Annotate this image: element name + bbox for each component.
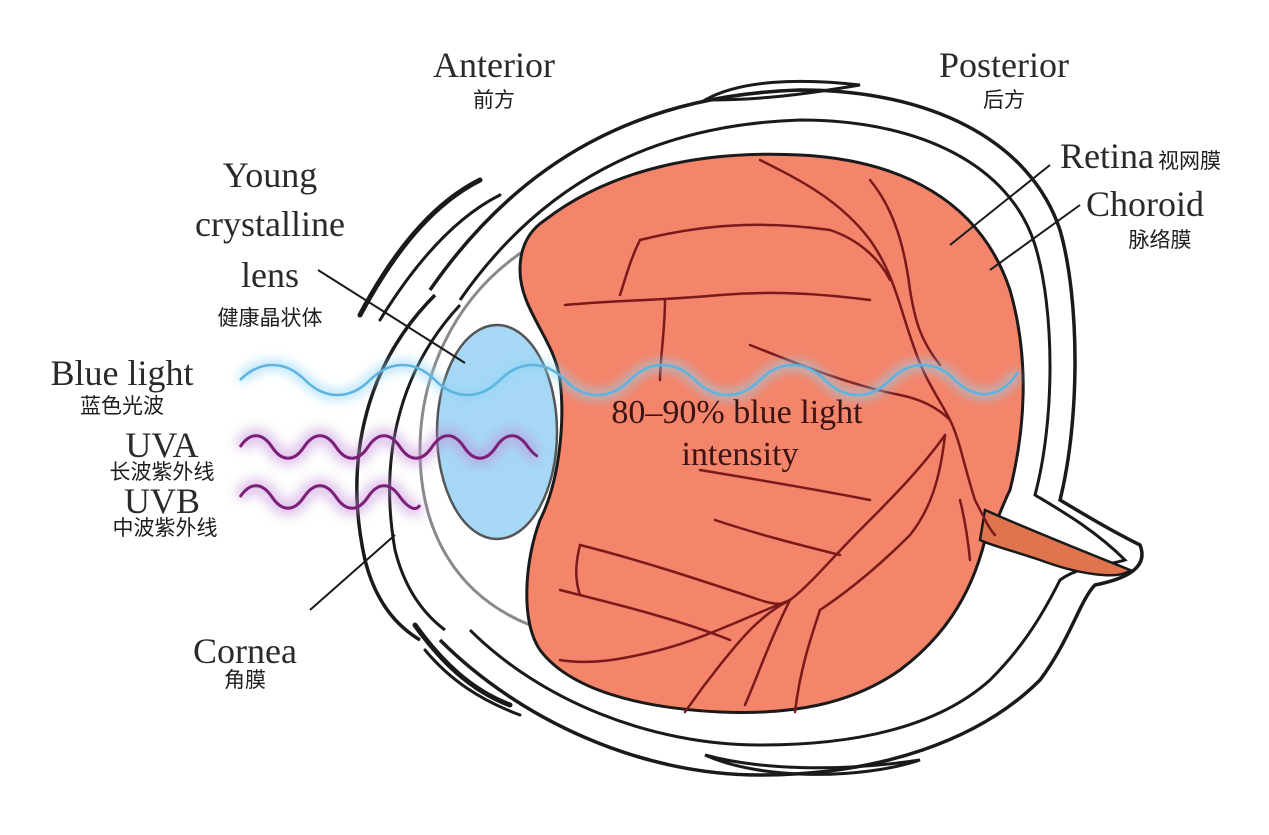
- lower-eyelid: [412, 622, 513, 708]
- sclera-outer-outline: [428, 88, 1144, 777]
- bottom-cap: [704, 753, 921, 776]
- blue-light-label: Blue light: [50, 353, 194, 393]
- intensity-label-line2: intensity: [681, 436, 799, 473]
- blue-light-label-zh: 蓝色光波: [80, 394, 164, 418]
- cornea-label-zh: 角膜: [224, 668, 266, 692]
- lens-label-line1: Young: [222, 155, 318, 195]
- cornea-inner: [388, 303, 462, 632]
- lens-label-line3: lens: [241, 255, 299, 295]
- retina-label-en: Retina: [1060, 136, 1154, 176]
- cornea-label: Cornea: [193, 631, 297, 671]
- uvb-label-zh: 中波紫外线: [112, 516, 218, 540]
- uvb-wave: [238, 484, 422, 510]
- retina-body: [518, 152, 1025, 714]
- pointer-lines: [309, 164, 1081, 611]
- cornea-outer: [355, 293, 437, 642]
- choroid-label-zh: 脉络膜: [1128, 228, 1192, 252]
- anterior-label: Anterior: [433, 45, 555, 85]
- uva-wave-glow: [234, 428, 541, 466]
- blue-light-wave: [239, 363, 1020, 397]
- sclera-inner-outline: [458, 118, 1128, 747]
- uvb-label: UVB: [123, 481, 201, 521]
- intensity-label-line1: 80–90% blue light: [611, 394, 863, 431]
- posterior-label: Posterior: [939, 45, 1069, 85]
- retina-label: Retina 视网膜: [1060, 138, 1221, 174]
- optic-nerve: [978, 508, 1133, 577]
- anterior-label-zh: 前方: [473, 88, 515, 112]
- retina-label-zh: 视网膜: [1157, 149, 1221, 173]
- top-cap-left: [699, 79, 861, 102]
- choroid-label: Choroid: [1086, 184, 1205, 224]
- posterior-label-zh: 后方: [983, 88, 1025, 112]
- uva-label-zh: 长波紫外线: [109, 460, 215, 484]
- lens-label-line2: crystalline: [195, 204, 345, 244]
- lower-eyelid-inner: [423, 648, 522, 717]
- lens-label-zh: 健康晶状体: [217, 306, 323, 330]
- upper-eyelid: [357, 177, 483, 318]
- uva-wave: [238, 434, 539, 460]
- uva-label: UVA: [125, 425, 199, 465]
- upper-eyelid-inner: [378, 193, 502, 322]
